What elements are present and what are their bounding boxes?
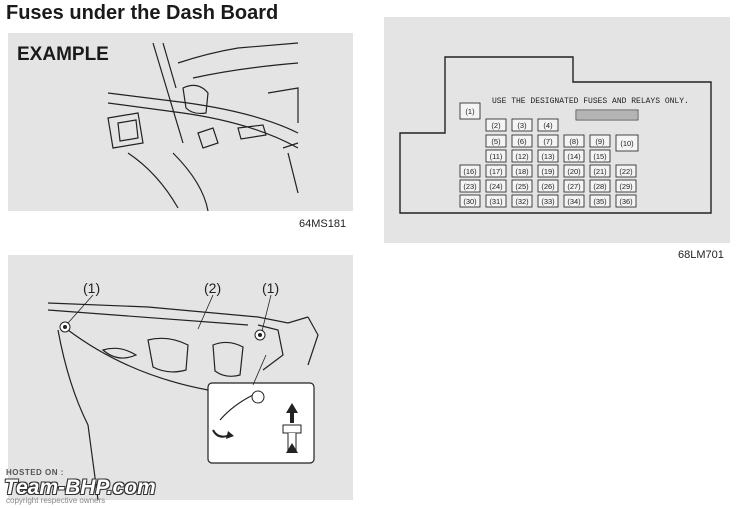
fuse-label: (2) <box>491 121 501 130</box>
fuse-slot <box>589 149 611 163</box>
fuse-label: (14) <box>567 152 581 161</box>
watermark-brand: Team-BHP.com <box>4 476 156 499</box>
fuse-label: (31) <box>489 197 503 206</box>
fuse-label: (1) <box>465 107 475 116</box>
fuse-label: (16) <box>463 167 477 176</box>
watermark-copyright: copyright respective owners <box>6 496 106 505</box>
fuse-label: (20) <box>567 167 581 176</box>
fuse-label: (17) <box>489 167 503 176</box>
fuse-label: (6) <box>517 137 527 146</box>
dashboard-illustration <box>107 42 299 212</box>
fuse-slot <box>563 164 585 178</box>
fuse-slot <box>511 118 533 132</box>
fuse-slot <box>537 149 559 163</box>
fuse-slot <box>563 179 585 193</box>
fuse-label: (5) <box>491 137 501 146</box>
fuse-label: (9) <box>595 137 605 146</box>
fuse-slot <box>485 149 507 163</box>
fuse-slot <box>589 134 611 148</box>
fuse-grid: (1) (2) (3) (4) (5) (6) (7) (8) (9) (10) (11) (12) (… <box>459 102 639 208</box>
fuse-label: (30) <box>463 197 477 206</box>
fusebox-figure-code: 68LM701 <box>678 249 724 261</box>
fuse-slot <box>537 118 559 132</box>
fuse-label: (23) <box>463 182 477 191</box>
fusebox-outline <box>399 56 712 214</box>
fuse-slot <box>485 179 507 193</box>
fuse-label: (29) <box>619 182 633 191</box>
fuse-label: (4) <box>543 121 553 130</box>
fuse-slot <box>511 164 533 178</box>
fuse-slot <box>615 164 637 178</box>
fuse-slot <box>563 134 585 148</box>
cover-removal-illustration: (1) (2) (1) <box>47 280 319 501</box>
clip-detail-inset <box>207 354 315 464</box>
example-illustration-panel: EXAMPLE <box>8 33 353 212</box>
fusebox-panel: USE THE DESIGNATED FUSES AND RELAYS ONLY… <box>384 17 730 243</box>
fuse-label: (33) <box>541 197 555 206</box>
fuse-slot <box>537 164 559 178</box>
fuse-label: (11) <box>490 152 503 161</box>
fuse-slot <box>589 194 611 208</box>
fuse-label: (19) <box>541 167 555 176</box>
fuse-slot <box>589 164 611 178</box>
watermark-hosted: HOSTED ON : <box>6 468 64 477</box>
fuse-label: (35) <box>593 197 607 206</box>
fuse-slot <box>563 194 585 208</box>
clip-label-right: (1) <box>262 280 279 296</box>
example-figure-code: 64MS181 <box>299 218 347 230</box>
fuse-slot <box>537 134 559 148</box>
fuse-label: (3) <box>517 121 527 130</box>
example-label: EXAMPLE <box>17 44 109 65</box>
fuse-slot <box>615 134 639 152</box>
fuse-label: (25) <box>515 182 529 191</box>
clip-label-left: (1) <box>83 280 100 296</box>
fuse-label: (34) <box>567 197 581 206</box>
fuse-label: (27) <box>567 182 581 191</box>
fusebox-note: USE THE DESIGNATED FUSES AND RELAYS ONLY… <box>492 97 689 106</box>
fuse-label: (8) <box>569 137 579 146</box>
fuse-slot <box>459 194 481 208</box>
fuse-label: (28) <box>593 182 607 191</box>
fuse-slot <box>459 179 481 193</box>
fuse-slot <box>485 164 507 178</box>
fuse-label: (7) <box>543 137 553 146</box>
fuse-slot <box>511 149 533 163</box>
fuse-slot <box>615 179 637 193</box>
fuse-slot <box>459 164 481 178</box>
fuse-label: (32) <box>515 197 529 206</box>
fuse-slot <box>537 179 559 193</box>
fuse-slot <box>459 102 481 120</box>
cover-removal-panel: (1) (2) (1) <box>8 255 353 501</box>
fuse-slot <box>485 118 507 132</box>
fuse-label: (12) <box>515 152 529 161</box>
page-title: Fuses under the Dash Board <box>6 2 279 24</box>
fuse-label: (22) <box>619 167 633 176</box>
fuse-label: (15) <box>593 152 607 161</box>
fuse-slot <box>615 194 637 208</box>
fuse-label: (13) <box>541 152 555 161</box>
fuse-slot <box>511 134 533 148</box>
fuse-slot <box>537 194 559 208</box>
fuse-slot <box>485 194 507 208</box>
fusebox-diagram: USE THE DESIGNATED FUSES AND RELAYS ONLY… <box>399 56 712 214</box>
cover-label: (2) <box>204 280 221 296</box>
fuse-slot <box>511 194 533 208</box>
fuse-slot <box>511 179 533 193</box>
fuse-label: (21) <box>593 167 607 176</box>
fuse-label: (18) <box>515 167 529 176</box>
fuse-label: (10) <box>620 139 634 148</box>
fuse-slot <box>563 149 585 163</box>
fuse-label: (26) <box>541 182 555 191</box>
fuse-slot <box>589 179 611 193</box>
relay-block <box>575 109 639 121</box>
fuse-label: (24) <box>489 182 503 191</box>
fuse-label: (36) <box>619 197 633 206</box>
fuse-slot <box>485 134 507 148</box>
